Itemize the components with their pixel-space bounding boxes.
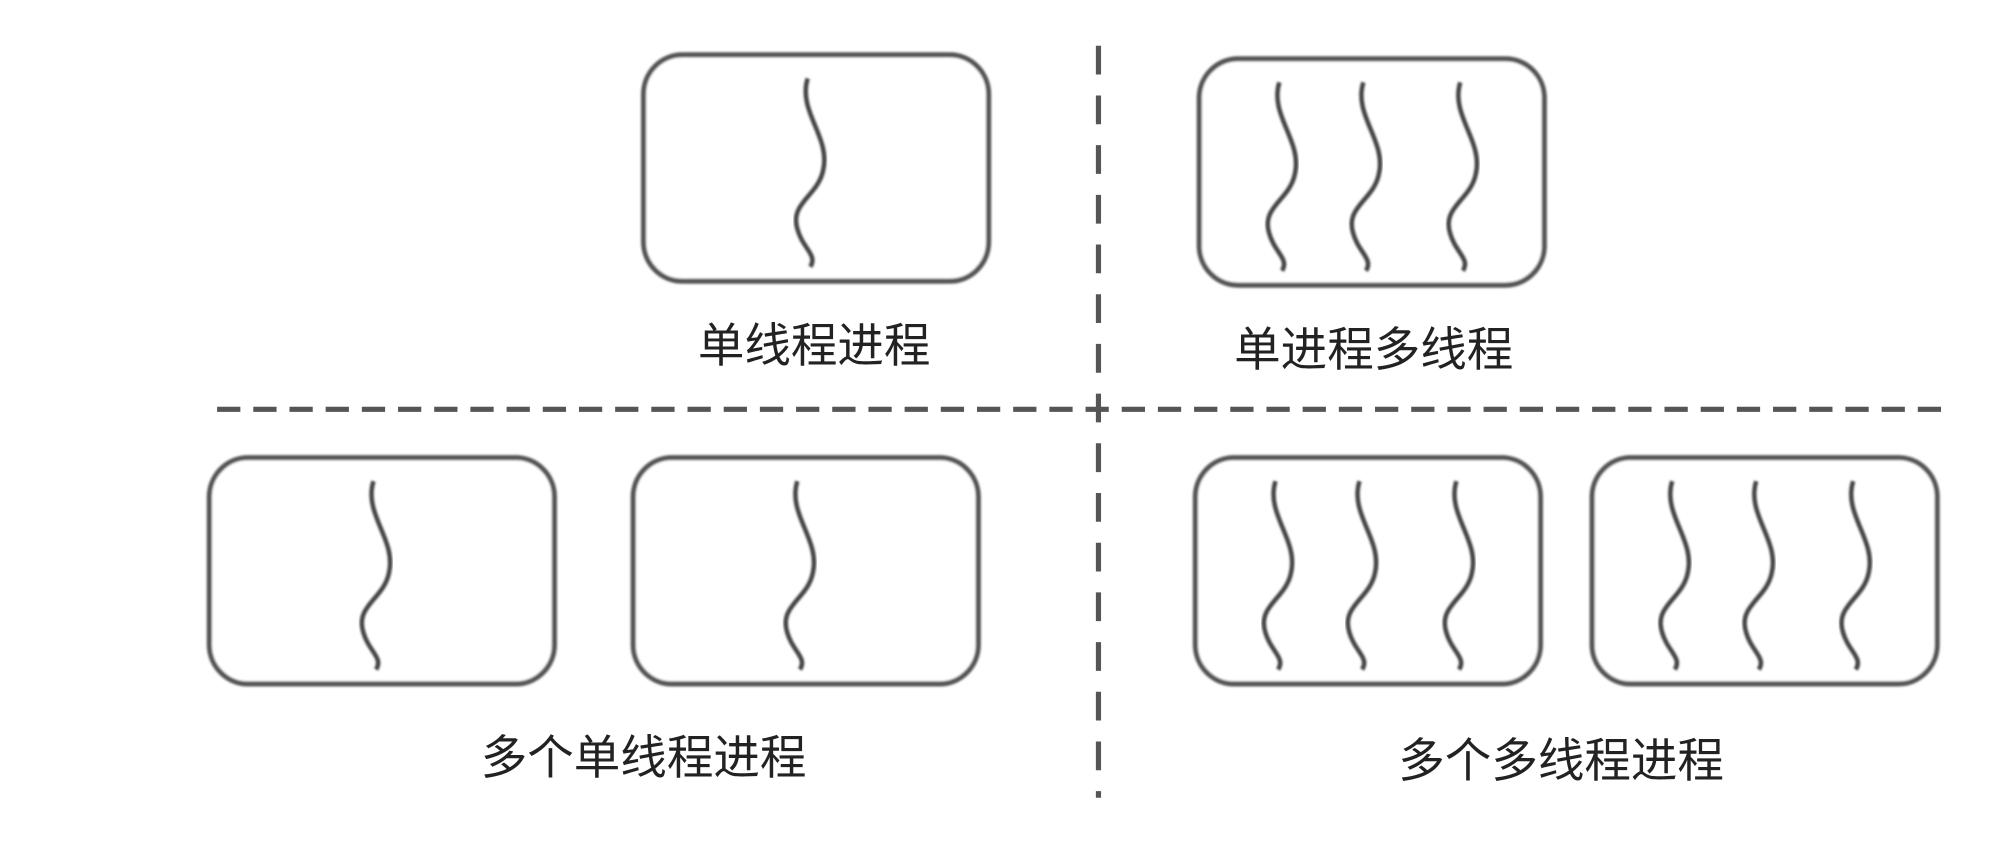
panel-label-single-process-multi-thread: 单进程多线程 bbox=[1234, 324, 1513, 378]
panel-label-multi-multi-thread-processes: 多个多线程进程 bbox=[1398, 735, 1724, 789]
process-box bbox=[640, 52, 992, 284]
thread-squiggle bbox=[783, 480, 817, 671]
panel-label-multi-single-thread-processes: 多个单线程进程 bbox=[481, 732, 807, 786]
process-box bbox=[1196, 56, 1547, 288]
process-box bbox=[1589, 455, 1940, 687]
process-box bbox=[206, 455, 557, 687]
thread-squiggle bbox=[1839, 480, 1873, 671]
thread-squiggle bbox=[1265, 81, 1299, 272]
thread-squiggle bbox=[1742, 480, 1776, 671]
thread-squiggle bbox=[1442, 480, 1476, 671]
thread-squiggle bbox=[1349, 81, 1383, 272]
thread-squiggle bbox=[359, 480, 393, 671]
thread-squiggle bbox=[1446, 81, 1480, 272]
thread-squiggle bbox=[1261, 480, 1295, 671]
process-box bbox=[630, 455, 981, 687]
panel-label-single-thread-process: 单线程进程 bbox=[698, 320, 931, 374]
thread-squiggle bbox=[1658, 480, 1692, 671]
thread-squiggle bbox=[793, 77, 827, 269]
process-box bbox=[1192, 455, 1544, 687]
thread-squiggle bbox=[1345, 480, 1379, 671]
